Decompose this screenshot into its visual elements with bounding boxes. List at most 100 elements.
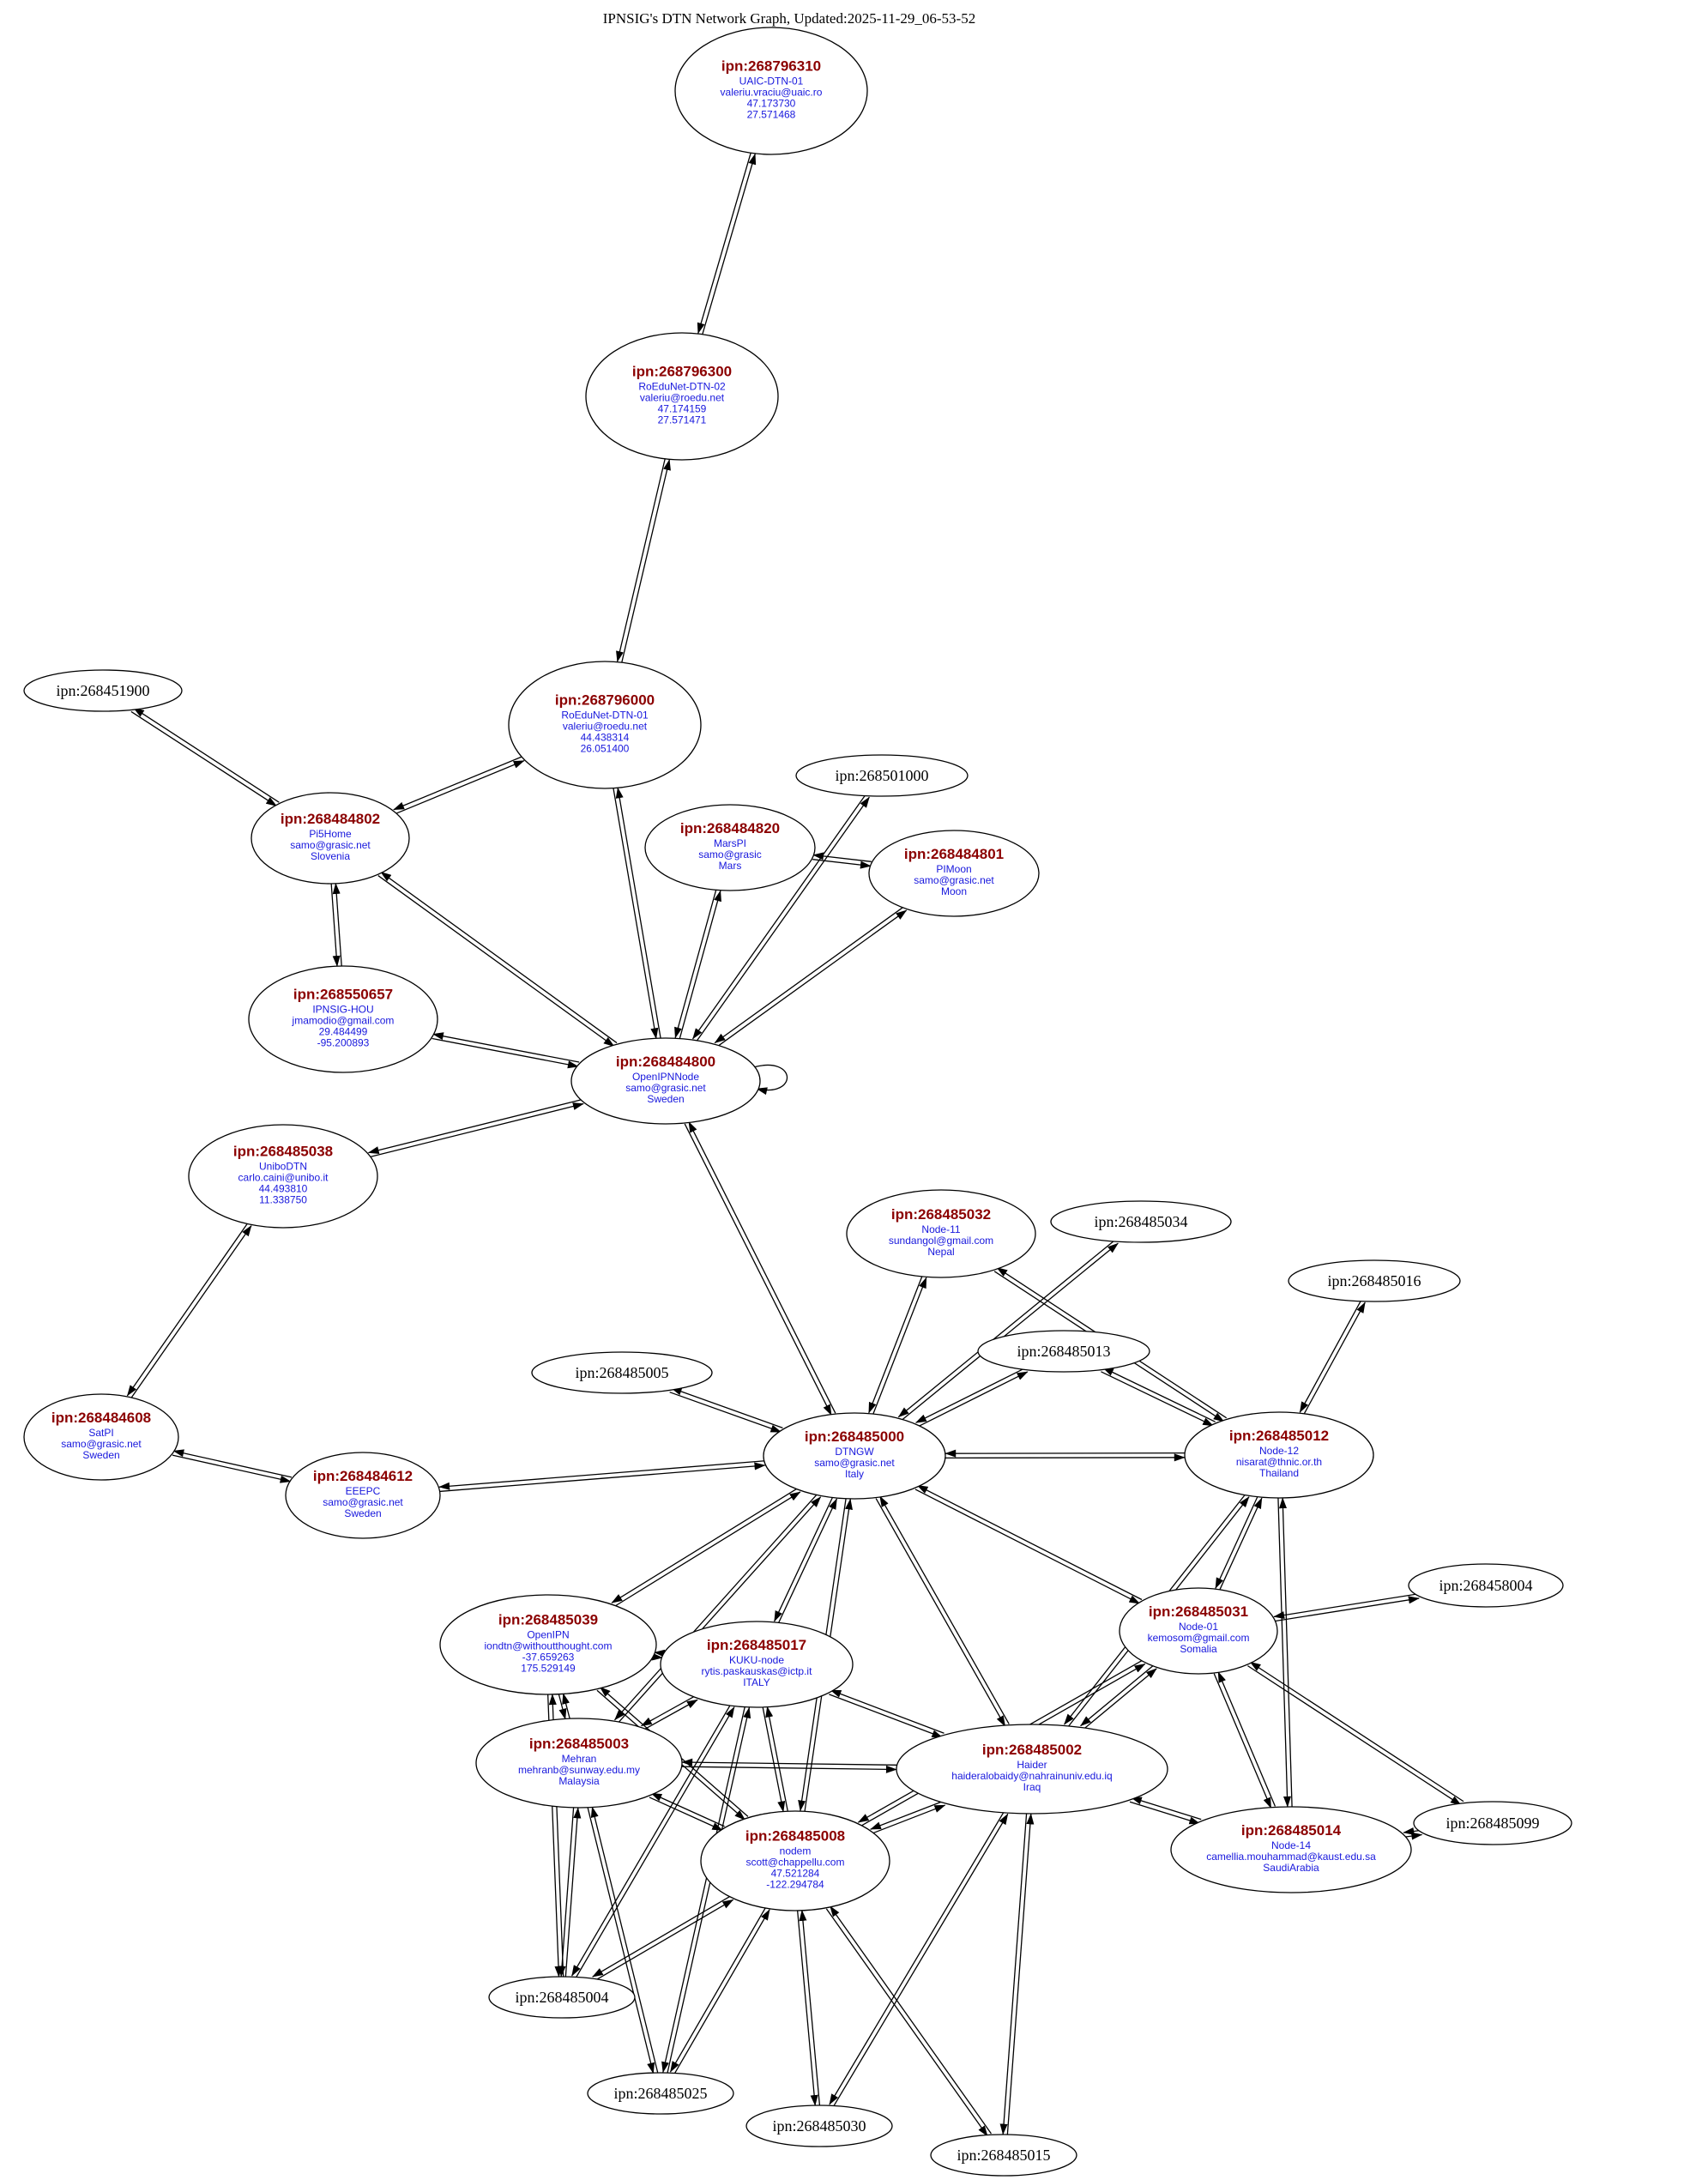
graph-edge-268485008-268485015 <box>825 1905 992 2137</box>
node-ellipse <box>868 830 1040 917</box>
node-ipn-label: ipn:268796300 <box>632 364 732 380</box>
node-info-line: RoEduNet-DTN-02 <box>638 381 726 393</box>
graph-edge-268485032-268485000 <box>868 1276 927 1416</box>
node-info-line: Nepal <box>927 1246 954 1258</box>
graph-edge-268484800-268485000 <box>684 1120 836 1416</box>
node-ellipse <box>23 1393 179 1481</box>
graph-edge-268485000-268485002 <box>875 1495 1010 1727</box>
node-info-line: EEEPC <box>346 1485 381 1497</box>
node-ipn-label: ipn:268550657 <box>293 987 393 1003</box>
node-ellipse <box>587 2072 734 2115</box>
node-info-line: Malaysia <box>558 1775 600 1787</box>
node-ellipse <box>1119 1587 1278 1675</box>
graph-node-ipn-268485032: ipn:268485032Node-11sundangol@gmail.comN… <box>846 1189 1036 1278</box>
node-info-line: 27.571468 <box>747 109 796 121</box>
graph-node-ipn-268796000: ipn:268796000RoEduNet-DTN-01valeriu@roed… <box>508 661 702 789</box>
node-info-line: Moon <box>941 885 967 897</box>
graph-node-ipn-268485015: ipn:268485015 <box>930 2134 1077 2177</box>
graph-node-ipn-268796310: ipn:268796310UAIC-DTN-01valeriu.vraciu@u… <box>674 27 868 155</box>
node-info-line: samo@grasic.net <box>625 1082 706 1094</box>
graph-edge-268796000-268484802 <box>393 756 525 815</box>
graph-edge-268485017-268485003 <box>640 1695 698 1730</box>
node-info-line: 44.493810 <box>259 1183 308 1195</box>
node-ellipse <box>475 1718 683 1809</box>
node-ellipse <box>23 669 183 712</box>
node-info-line: Sweden <box>82 1449 119 1461</box>
node-ellipse <box>570 1037 761 1125</box>
graph-edge-268485039-268485017 <box>651 1649 666 1661</box>
node-info-line: -37.659263 <box>522 1652 575 1664</box>
node-ipn-label: ipn:268485002 <box>982 1742 1082 1758</box>
node-info-line: Thailand <box>1259 1467 1299 1479</box>
node-info-line: valeriu@roedu.net <box>563 721 648 733</box>
graph-edge-268484802-268550657 <box>330 883 342 967</box>
graph-edge-268485002-268485015 <box>999 1813 1035 2135</box>
graph-edge-268501000-268484800 <box>692 794 870 1042</box>
node-ellipse <box>745 2105 893 2147</box>
node-ellipse <box>248 965 438 1073</box>
graph-edge-268484612-268485000 <box>438 1460 766 1493</box>
graph-edge-268485031-268458004 <box>1273 1593 1420 1622</box>
node-info-line: 27.571471 <box>658 414 707 426</box>
node-info-line: Iraq <box>1023 1781 1041 1793</box>
node-ipn-label: ipn:268485012 <box>1229 1428 1329 1444</box>
node-info-line: samo@grasic.net <box>323 1496 403 1508</box>
node-ipn-label: ipn:268485016 <box>1327 1272 1421 1289</box>
graph-edge-268485002-268485014 <box>1129 1797 1202 1825</box>
graph-edge-268796000-268484800 <box>613 787 661 1040</box>
graph-node-ipn-268485017: ipn:268485017KUKU-noderytis.paskauskas@i… <box>660 1621 854 1708</box>
node-ipn-label: ipn:268501000 <box>835 767 928 784</box>
graph-edge-268485034-268485000 <box>897 1239 1119 1422</box>
node-info-line: samo@grasic.net <box>290 839 371 851</box>
node-info-line: UniboDTN <box>259 1161 307 1173</box>
node-ipn-label: ipn:268485000 <box>805 1428 904 1445</box>
node-ipn-label: ipn:268796310 <box>721 58 821 75</box>
node-ellipse <box>896 1724 1168 1815</box>
node-ipn-label: ipn:268485003 <box>529 1736 629 1752</box>
node-ipn-label: ipn:268485025 <box>613 2085 707 2102</box>
node-ipn-label: ipn:268458004 <box>1439 1577 1532 1594</box>
graph-edge-268485039-268485003 <box>558 1693 570 1720</box>
node-info-line: samo@grasic.net <box>814 1457 895 1469</box>
node-info-line: samo@grasic.net <box>914 874 994 886</box>
graph-edge-268485031-268485014 <box>1213 1671 1276 1809</box>
node-info-line: kemosom@gmail.com <box>1148 1632 1250 1644</box>
node-ellipse <box>585 332 779 461</box>
node-ellipse <box>674 27 868 155</box>
node-ellipse <box>439 1594 657 1695</box>
graph-edge-268485008-268485002 <box>870 1800 946 1834</box>
graph-node-ipn-268501000: ipn:268501000 <box>795 754 969 797</box>
node-ellipse <box>795 754 969 797</box>
graph-edge-268485038-268484608 <box>126 1223 252 1399</box>
node-info-line: OpenIPN <box>527 1629 569 1641</box>
node-ellipse <box>285 1452 441 1539</box>
graph-edge-268485000-268485003 <box>614 1493 822 1724</box>
node-ellipse <box>1184 1411 1374 1499</box>
graph-edge-268485008-268485004 <box>592 1895 734 1982</box>
graph-edge-268484801-268484800 <box>714 906 908 1048</box>
node-info-line: OpenIPNNode <box>632 1071 699 1083</box>
node-ellipse <box>488 1976 636 2019</box>
node-ellipse <box>846 1189 1036 1278</box>
graph-node-ipn-268485034: ipn:268485034 <box>1050 1200 1232 1243</box>
node-ellipse <box>508 661 702 789</box>
node-ipn-label: ipn:268485038 <box>233 1144 333 1160</box>
graph-edge-268485008-268485030 <box>797 1910 821 2106</box>
graph-edge-268485013-268485012 <box>1101 1367 1216 1427</box>
graph-node-ipn-268485003: ipn:268485003Mehranmehranb@sunway.edu.my… <box>475 1718 683 1809</box>
node-info-line: MarsPI <box>714 837 746 849</box>
graph-edge-268485016-268485012 <box>1299 1300 1366 1416</box>
graph-edge-268485017-268485008 <box>762 1706 788 1813</box>
graph-node-ipn-268485039: ipn:268485039OpenIPNiondtn@withoutthough… <box>439 1594 657 1695</box>
node-ellipse <box>660 1621 854 1708</box>
node-info-line: 47.521284 <box>771 1868 820 1880</box>
node-ipn-label: ipn:268485005 <box>575 1364 668 1381</box>
graph-edge-268796300-268796000 <box>616 458 671 663</box>
node-ellipse <box>250 792 410 885</box>
node-ellipse <box>977 1330 1150 1373</box>
graph-edge-268485012-268485014 <box>1277 1497 1293 1808</box>
node-ipn-label: ipn:268484801 <box>904 846 1004 862</box>
node-ellipse <box>188 1124 378 1229</box>
graph-node-ipn-268485013: ipn:268485013 <box>977 1330 1150 1373</box>
